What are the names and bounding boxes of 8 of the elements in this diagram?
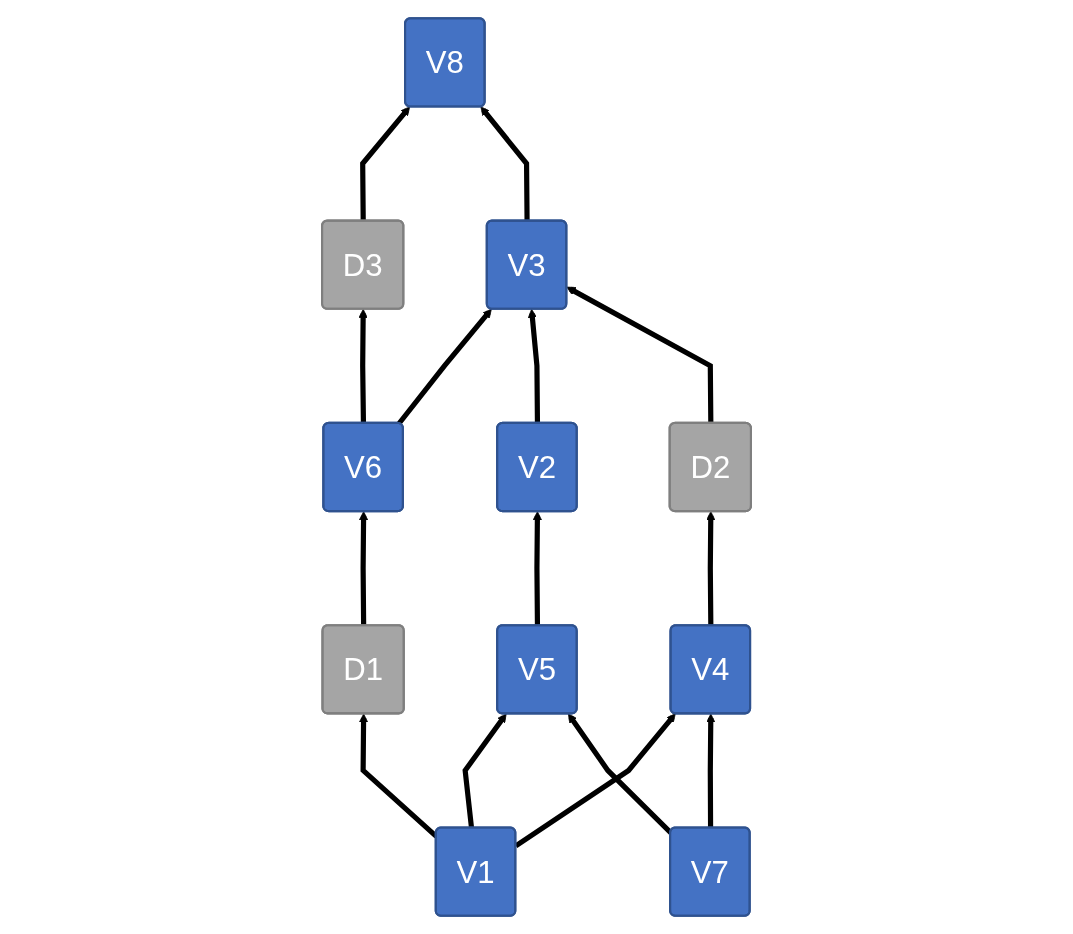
arrow	[358, 308, 368, 424]
arrow	[397, 308, 492, 426]
arrow	[527, 308, 541, 424]
arrow	[706, 511, 716, 626]
arrow	[567, 713, 673, 835]
arrow	[566, 286, 714, 424]
arrow	[532, 511, 542, 626]
arrow	[359, 511, 369, 626]
